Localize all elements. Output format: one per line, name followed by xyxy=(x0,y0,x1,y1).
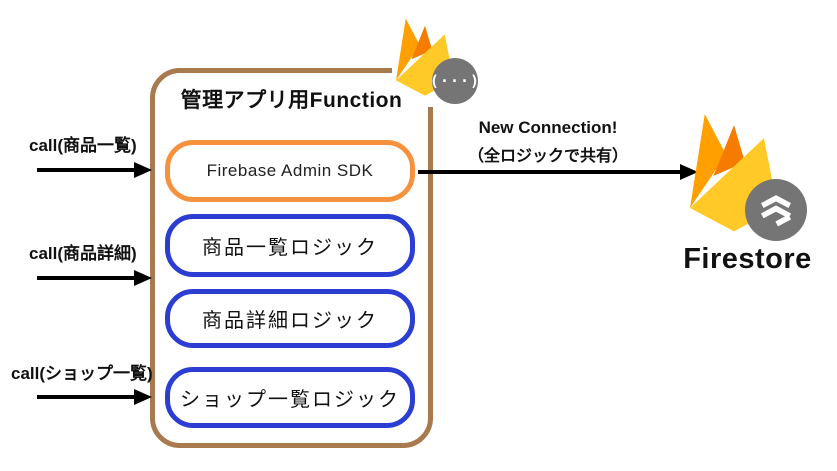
cloud-functions-glyph: (···) xyxy=(429,72,481,90)
logic-box-product-detail: 商品詳細ロジック xyxy=(165,289,415,348)
logic-box-shop-list: ショップ一覧ロジック xyxy=(165,367,415,428)
connection-arrowhead xyxy=(680,164,698,180)
call-label-product-detail: call(商品詳細) xyxy=(29,244,137,263)
call-arrowhead-product-list xyxy=(134,162,152,178)
function-container-title: 管理アプリ用Function xyxy=(180,89,403,112)
firebase-admin-sdk-label: Firebase Admin SDK xyxy=(206,161,374,180)
call-arrowhead-shop-list xyxy=(134,389,152,405)
connection-label-line2: （全ロジックで共有） xyxy=(467,148,628,165)
connection-arrow xyxy=(418,170,682,174)
connection-label-line1: New Connection! xyxy=(478,118,618,137)
call-arrowhead-product-detail xyxy=(134,270,152,286)
firestore-layers-icon xyxy=(760,195,792,227)
logic-box-product-list-label: 商品一覧ロジック xyxy=(202,237,378,259)
firestore-badge xyxy=(745,179,807,241)
firestore-label: Firestore xyxy=(683,243,812,275)
logic-box-product-detail-label: 商品詳細ロジック xyxy=(202,310,378,332)
call-arrow-product-detail xyxy=(37,276,137,280)
function-container-box xyxy=(150,68,433,448)
call-label-product-list: call(商品一覧) xyxy=(29,136,137,155)
call-label-shop-list: call(ショップ一覧) xyxy=(11,364,153,383)
logic-box-product-list: 商品一覧ロジック xyxy=(165,214,415,277)
call-arrow-shop-list xyxy=(37,395,137,399)
logic-box-shop-list-label: ショップ一覧ロジック xyxy=(180,389,400,411)
firebase-admin-sdk-box: Firebase Admin SDK xyxy=(165,140,415,202)
cloud-functions-logo: (···) xyxy=(392,12,482,107)
cloud-functions-icon: (···) xyxy=(429,58,481,104)
call-arrow-product-list xyxy=(37,168,137,172)
